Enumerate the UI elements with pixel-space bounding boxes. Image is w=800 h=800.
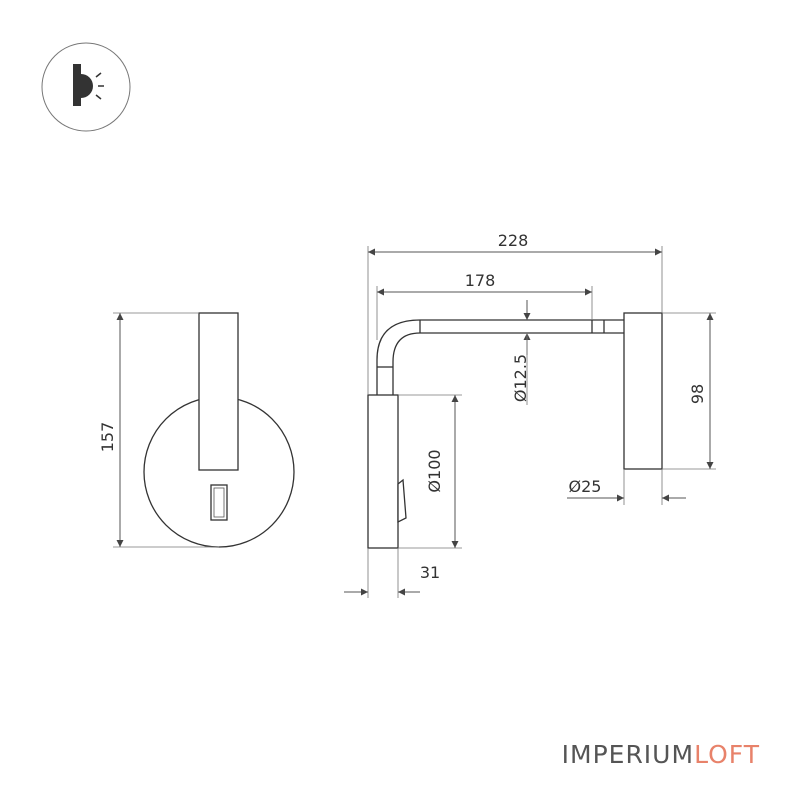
dim-base-depth: 31 <box>420 563 440 582</box>
brand-part-2: LOFT <box>694 740 760 769</box>
lamp-head-front <box>198 312 239 471</box>
wall-light-icon <box>41 42 131 132</box>
dim-arm-diameter: Ø12.5 <box>511 354 530 402</box>
dim-head-height: 98 <box>688 384 707 404</box>
side-view <box>344 246 716 598</box>
switch-side <box>397 478 407 524</box>
dim-base-diameter: Ø100 <box>425 449 444 492</box>
brand-logo: IMPERIUMLOFT <box>562 740 760 769</box>
dim-head-diameter: Ø25 <box>569 477 602 496</box>
dim-arm-length: 178 <box>465 271 496 290</box>
dim-overall-height: 157 <box>98 422 117 453</box>
lamp-head-side <box>623 312 663 470</box>
base-side <box>367 394 399 549</box>
brand-part-1: IMPERIUM <box>562 740 694 769</box>
front-view <box>113 312 295 548</box>
dim-total-width: 228 <box>498 231 529 250</box>
